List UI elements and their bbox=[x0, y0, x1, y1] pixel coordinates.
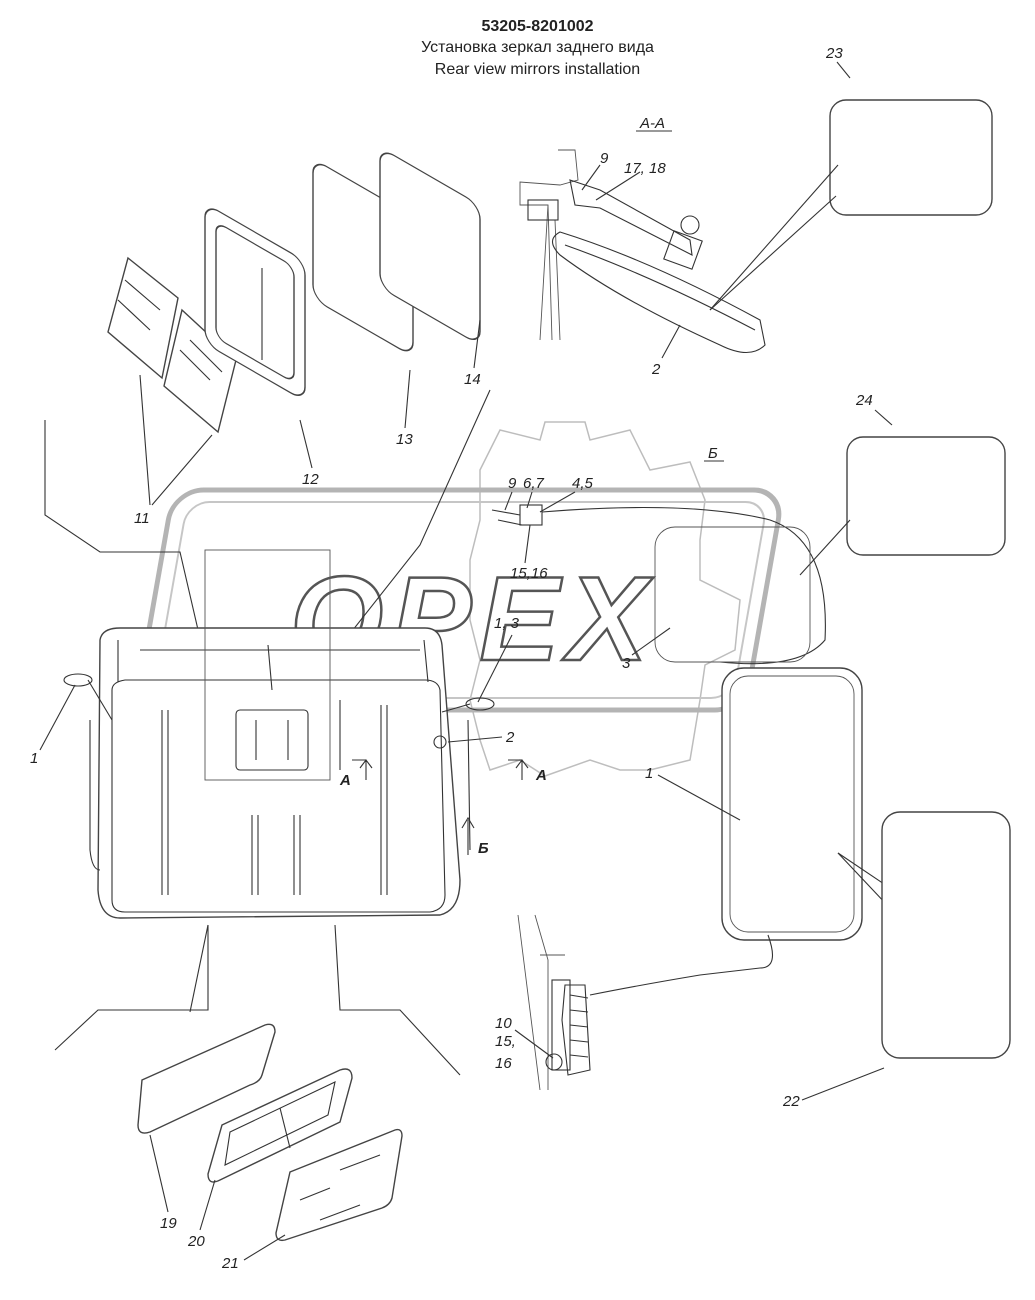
mirror-24 bbox=[846, 436, 1006, 556]
callout-16: 16 bbox=[495, 1055, 512, 1072]
cab-roof bbox=[97, 627, 461, 919]
callout-21: 21 bbox=[221, 1255, 239, 1272]
section-b-label: Б bbox=[708, 445, 718, 462]
glass-14 bbox=[379, 152, 481, 341]
callout-9-aa: 9 bbox=[600, 150, 609, 167]
callout-13: 13 bbox=[396, 431, 413, 448]
mirror-23 bbox=[829, 99, 993, 216]
title-english: Rear view mirrors installation bbox=[434, 61, 641, 78]
frame-20 bbox=[207, 1068, 353, 1183]
callout-23: 23 bbox=[825, 45, 843, 62]
title-russian: Установка зеркал заднего вида bbox=[421, 39, 654, 56]
callout-20: 20 bbox=[187, 1233, 205, 1250]
glass-19 bbox=[137, 1023, 276, 1134]
callout-2: 2 bbox=[505, 729, 515, 746]
drawing-code: 53205-8201002 bbox=[481, 18, 594, 35]
callout-11: 11 bbox=[134, 510, 150, 527]
callout-15: 15, bbox=[495, 1033, 516, 1050]
callout-22: 22 bbox=[782, 1093, 800, 1110]
hatch-outline bbox=[204, 549, 331, 781]
callout-6-7: 6,7 bbox=[523, 475, 545, 492]
mirror-1-frame bbox=[721, 667, 863, 941]
callout-1-3: 1, 3 bbox=[494, 615, 520, 632]
callout-1-mirror: 1 bbox=[645, 765, 653, 782]
glass-11-a bbox=[107, 256, 179, 380]
cab-top-view: А А Б bbox=[63, 549, 547, 919]
callout-4-5: 4,5 bbox=[572, 475, 594, 492]
callout-12: 12 bbox=[302, 471, 319, 488]
mirror-1-glass bbox=[729, 675, 855, 933]
callout-9-b: 9 bbox=[508, 475, 517, 492]
upper-windows: 11 12 13 14 bbox=[107, 152, 481, 527]
roof-hatch bbox=[235, 709, 309, 771]
section-arrow-b: Б bbox=[478, 840, 489, 857]
section-arrow-a-left: А bbox=[339, 772, 351, 789]
callout-17-18: 17, 18 bbox=[624, 160, 666, 177]
lower-bracket: 10 15, 16 bbox=[495, 914, 591, 1091]
section-arrow-a-right: А bbox=[535, 767, 547, 784]
detail-aa: А-А 9 17, 18 2 bbox=[519, 115, 766, 378]
callout-15-16-b: 15,16 bbox=[510, 565, 548, 582]
callout-10: 10 bbox=[495, 1015, 512, 1032]
callout-2-mirror: 2 bbox=[651, 361, 661, 378]
detail-b: Б 9 6,7 4,5 15,16 3 bbox=[491, 445, 826, 672]
callout-1-left: 1 bbox=[30, 750, 38, 767]
mirror-22 bbox=[881, 811, 1011, 1059]
section-aa-label: А-А bbox=[639, 115, 665, 132]
callout-14: 14 bbox=[464, 371, 481, 388]
rear-windows: 19 20 21 bbox=[137, 1023, 403, 1272]
callout-24: 24 bbox=[855, 392, 873, 409]
callout-3: 3 bbox=[622, 655, 631, 672]
glass-21 bbox=[275, 1128, 403, 1242]
callout-19: 19 bbox=[160, 1215, 177, 1232]
